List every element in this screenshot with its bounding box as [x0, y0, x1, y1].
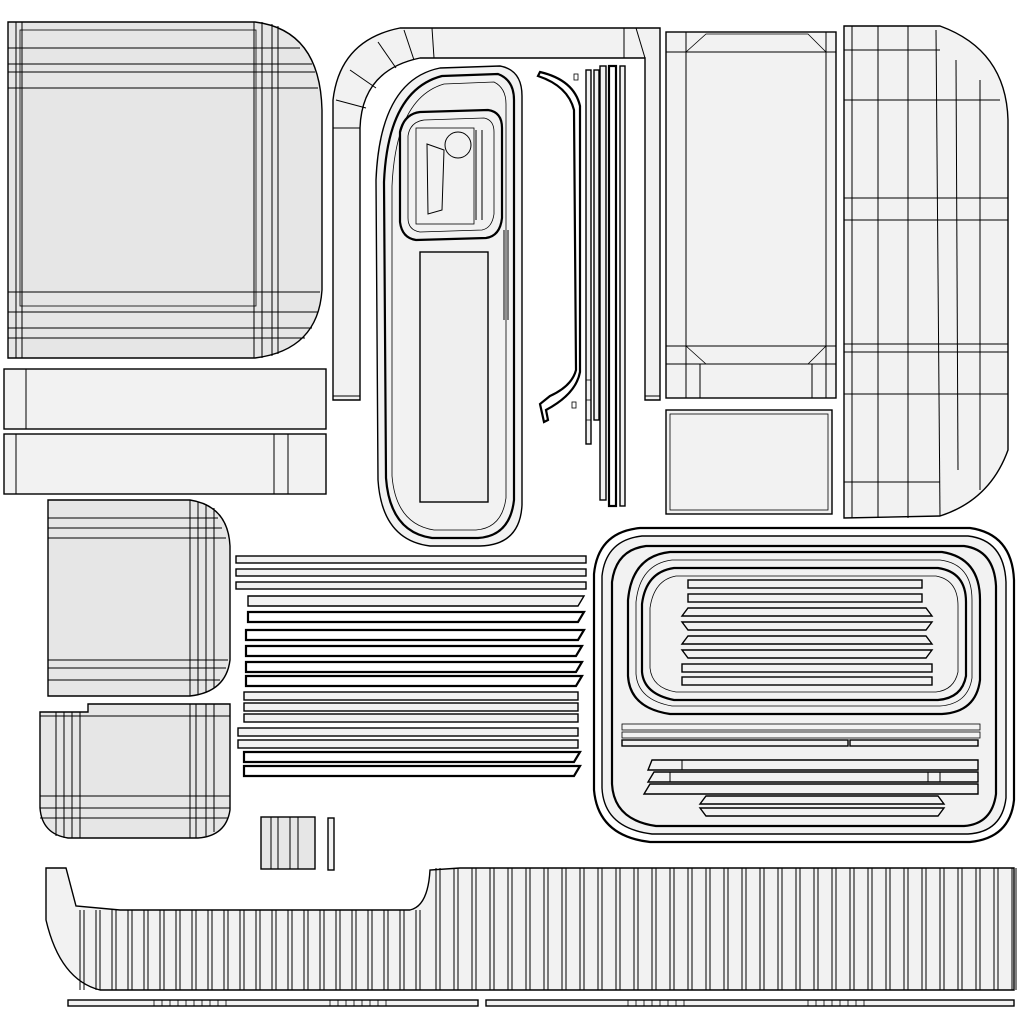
small-block — [260, 816, 335, 871]
bottom-thin-strips — [67, 999, 1015, 1007]
bottom-ribbed-strip — [45, 867, 1017, 991]
panel-mid-left — [47, 499, 231, 697]
curved-rail — [536, 70, 582, 424]
bar-strip-b — [3, 433, 327, 495]
slat-stack — [235, 555, 587, 778]
square-panel-top-left — [7, 21, 323, 359]
small-dark-panel — [665, 409, 833, 515]
panel-grid-far-right — [843, 25, 1009, 519]
bar-strip-a — [3, 368, 327, 430]
arched-frame — [332, 27, 661, 401]
vertical-strips — [585, 64, 626, 508]
vent-panel-large — [592, 526, 1016, 844]
door-panel-outline — [375, 65, 523, 547]
panel-lower-left — [39, 703, 231, 839]
panel-tall-right — [665, 31, 837, 399]
